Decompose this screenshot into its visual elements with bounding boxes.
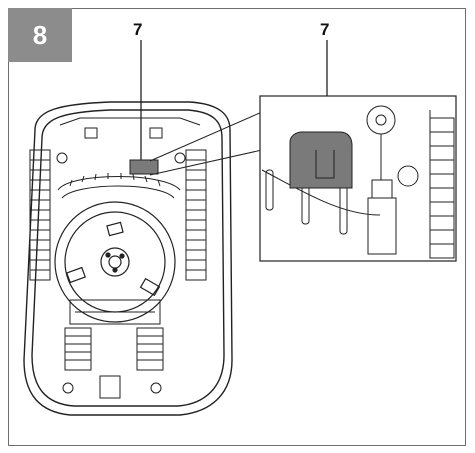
rear-housing xyxy=(62,299,162,399)
cutting-disc-ring xyxy=(57,173,181,199)
highlighted-part-main xyxy=(129,159,159,175)
figure-number-badge: 8 xyxy=(8,8,72,62)
tread-right xyxy=(185,149,207,281)
mower-body xyxy=(23,101,233,416)
rear-wheel-right xyxy=(136,327,164,371)
cutting-disc xyxy=(54,201,176,323)
highlighted-part-zoom xyxy=(289,131,353,189)
zoom-inset xyxy=(259,95,457,262)
front-bumper xyxy=(56,117,201,164)
callout-label-right: 7 xyxy=(320,20,330,39)
rear-wheel-left xyxy=(64,327,92,371)
callout-label-left: 7 xyxy=(133,20,143,39)
zoom-connector xyxy=(149,111,263,176)
tread-left xyxy=(29,149,51,281)
